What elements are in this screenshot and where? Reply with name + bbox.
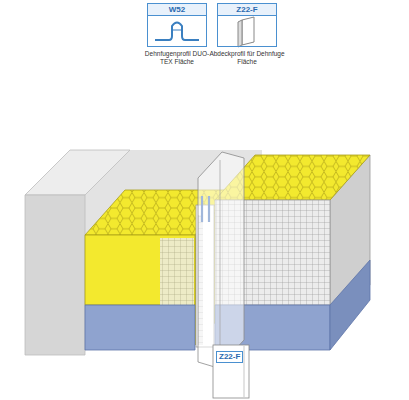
profile-caption: Abdeckprofil für Dehnfuge Fläche: [207, 50, 287, 66]
base-profile-side: [330, 260, 370, 350]
w52-icon: [155, 23, 199, 41]
cover-card-fold: [244, 346, 245, 397]
cover-card: [213, 345, 249, 398]
wall-front: [25, 195, 85, 355]
profile-code: Z22-F: [218, 4, 276, 16]
profile-code: W52: [148, 4, 206, 16]
reinforcement-mesh: [160, 238, 194, 305]
profile-caption: Dehnfugenprofil DUO-TEX Fläche: [137, 50, 217, 66]
base-profile: [85, 305, 195, 350]
part-label: Z22-F: [216, 351, 243, 363]
wall-top: [25, 150, 130, 195]
profile-card: Z22-F Abdeckprofil für Dehnfuge Fläche: [207, 3, 287, 66]
cover-profile: [198, 152, 244, 368]
card-frame: Z22-F: [217, 3, 277, 47]
z22f-icon: [238, 17, 254, 47]
insulation-front: [85, 235, 195, 305]
card-frame: W52: [147, 3, 207, 47]
profile-card: W52Dehnfugenprofil DUO-TEX Fläche: [137, 3, 217, 66]
cover-profile-edge: [220, 160, 221, 366]
